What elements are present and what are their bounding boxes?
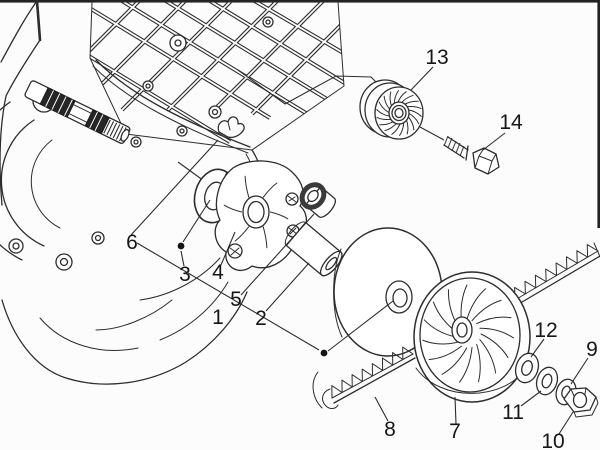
drive-belt-lower — [312, 346, 416, 409]
hex-bolt — [443, 135, 500, 175]
bushing — [299, 182, 337, 218]
leader-8 — [374, 396, 389, 422]
leader-11 — [520, 390, 542, 407]
leader-3b — [182, 199, 211, 243]
leader-13 — [410, 66, 434, 91]
callout-label-13: 13 — [425, 46, 448, 69]
crankshaft — [24, 80, 131, 144]
leader-2 — [265, 262, 310, 312]
bullet-dot — [320, 349, 328, 357]
variator-half — [214, 160, 307, 271]
hex-nut — [563, 387, 599, 418]
callout-label-14: 14 — [499, 111, 523, 134]
axis-line-13-14 — [419, 126, 445, 141]
leader-3a — [180, 250, 185, 267]
callout-label-10: 10 — [541, 430, 564, 450]
leader-6 — [130, 139, 219, 236]
leader-7 — [454, 396, 457, 425]
washer-11 — [535, 366, 559, 396]
callout-label-9: 9 — [586, 338, 598, 361]
leader-10 — [558, 411, 574, 435]
callout-label-11: 11 — [502, 401, 524, 424]
fan-blades — [422, 284, 514, 383]
leader-1-long — [136, 242, 320, 351]
leader-4 — [220, 231, 236, 266]
callout-label-2: 2 — [255, 307, 267, 330]
belt-lower-teeth — [331, 346, 414, 399]
leader-lines — [130, 66, 589, 435]
frame-border — [0, 0, 600, 228]
leader-12 — [530, 338, 545, 358]
fan-pulley-half — [413, 271, 531, 403]
callout-label-12: 12 — [534, 319, 557, 342]
leader-9 — [570, 357, 589, 385]
belt-upper-teeth — [514, 244, 599, 301]
bullet-dot — [177, 242, 185, 250]
leader-5 — [240, 213, 315, 296]
variator-spokes — [223, 175, 289, 249]
variator-rollers — [227, 192, 300, 259]
leader-1-hub — [327, 300, 394, 352]
callout-label-1: 1 — [212, 306, 224, 329]
drive-belt-upper — [508, 242, 600, 308]
callout-label-4: 4 — [212, 261, 224, 284]
leader-14 — [482, 132, 506, 151]
bearing-roller — [359, 79, 424, 140]
spacer-sleeve — [284, 221, 343, 277]
callout-label-6: 6 — [126, 231, 138, 254]
callout-label-7: 7 — [449, 420, 461, 443]
callout-label-3: 3 — [179, 263, 191, 286]
callout-labels: 1 2 3 4 5 6 7 8 9 10 11 12 13 14 — [126, 46, 598, 450]
callout-label-8: 8 — [384, 418, 396, 441]
washer-12 — [514, 352, 540, 384]
circlip — [217, 116, 245, 139]
callout-label-5: 5 — [230, 288, 242, 311]
